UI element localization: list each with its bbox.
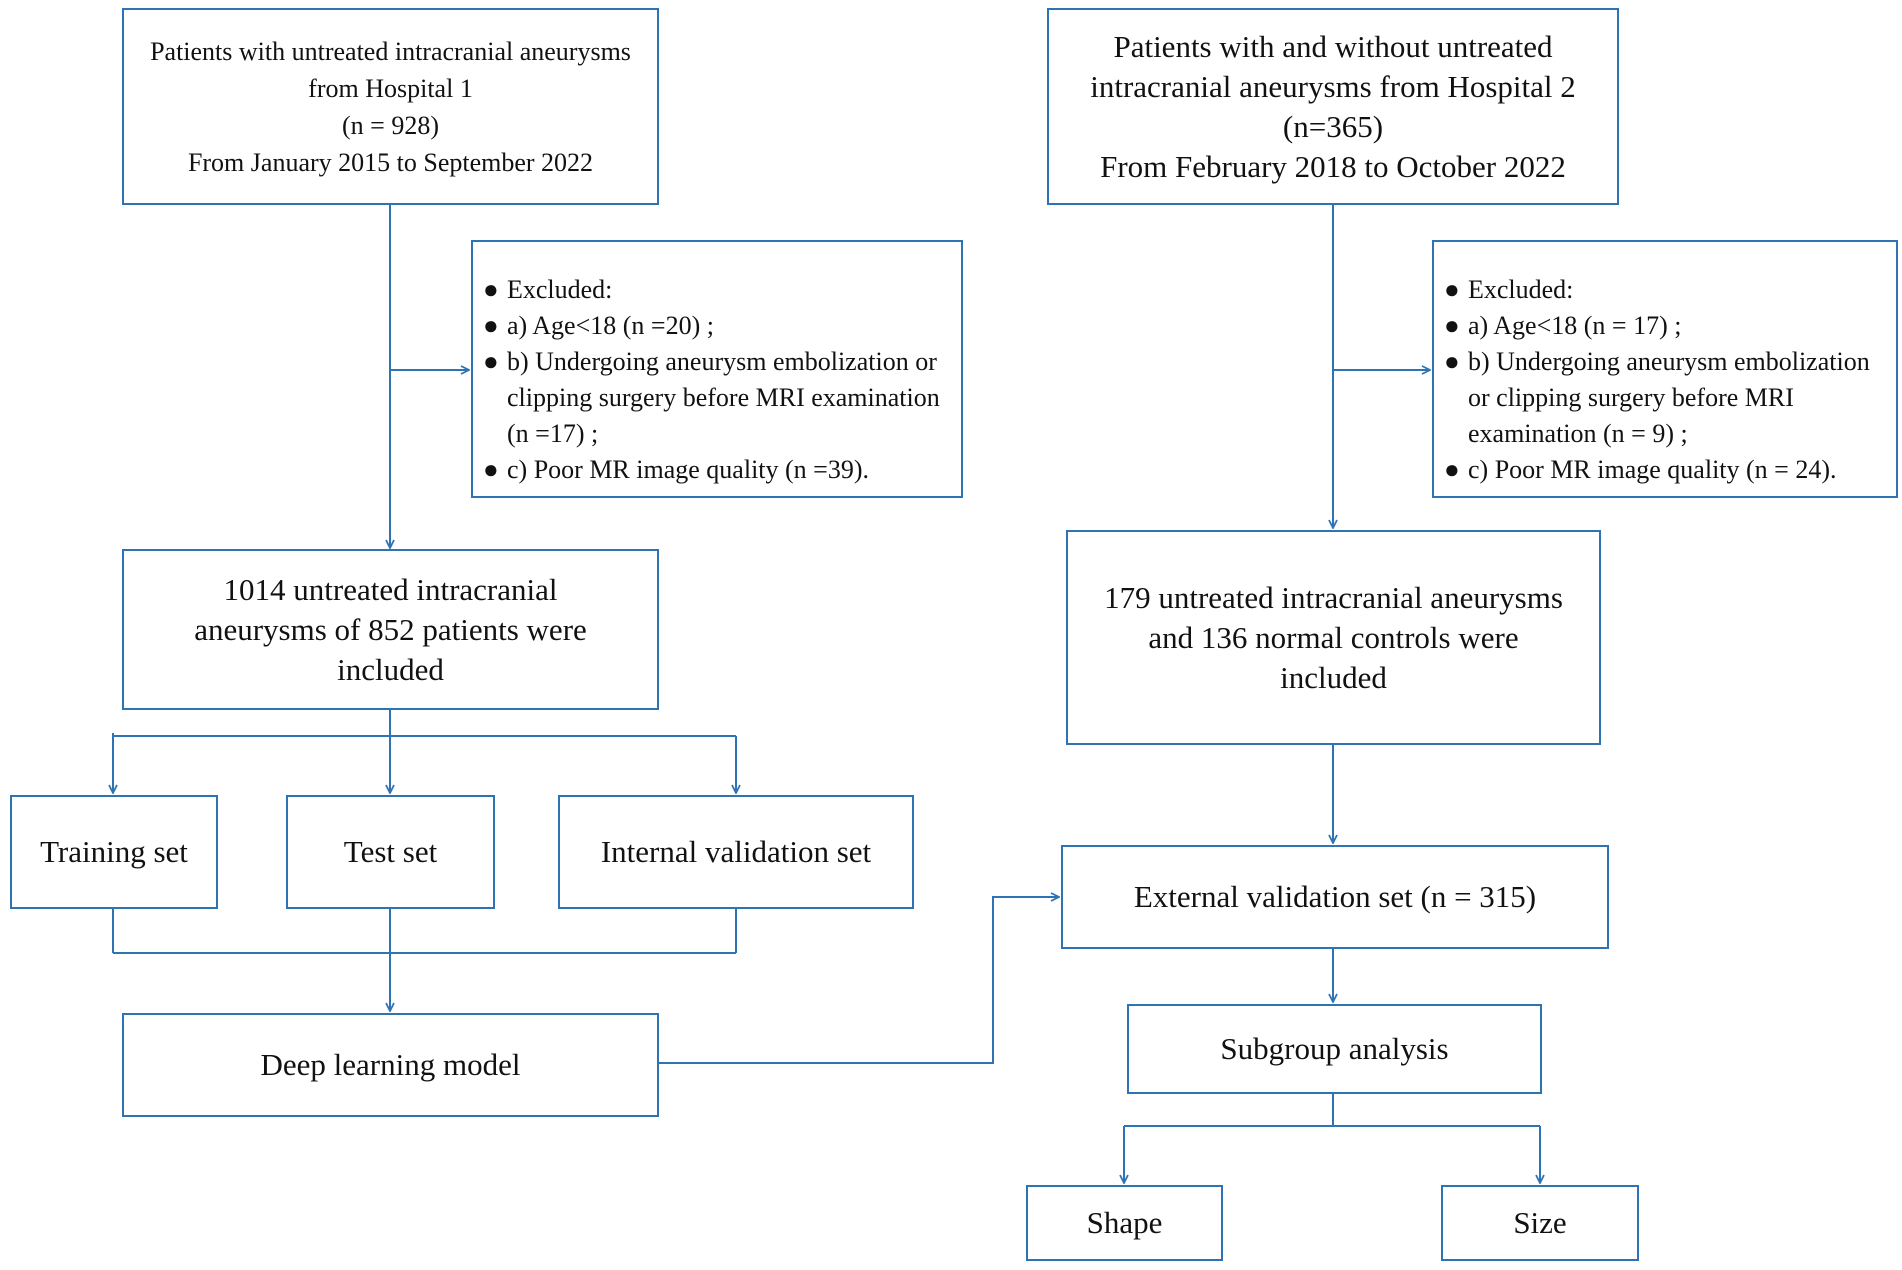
- deep-learning-label: Deep learning model: [260, 1047, 521, 1082]
- excluded2-item: a) Age<18 (n = 17) ;: [1468, 311, 1682, 340]
- bullet-icon: ●: [1444, 455, 1460, 484]
- size-label: Size: [1513, 1205, 1567, 1240]
- included1-line: 1014 untreated intracranial: [223, 571, 558, 607]
- excluded2-row: ● Excluded:: [1444, 272, 1896, 308]
- excluded2-item: examination (n = 9) ;: [1468, 419, 1688, 448]
- training-set-box: Training set: [10, 795, 218, 909]
- excluded1-row: clipping surgery before MRI examination: [483, 380, 961, 416]
- external-validation-label: External validation set (n = 315): [1133, 879, 1537, 914]
- shape-label: Shape: [1086, 1205, 1163, 1240]
- internal-validation-box: Internal validation set: [558, 795, 914, 909]
- test-set-box: Test set: [286, 795, 495, 909]
- excluded2-heading: Excluded:: [1468, 275, 1574, 304]
- included2-line: included: [1280, 660, 1387, 695]
- excluded2-box: ● Excluded: ● a) Age<18 (n = 17) ; ● b) Und…: [1432, 240, 1898, 498]
- hospital1-line: from Hospital 1: [308, 73, 473, 103]
- excluded2-item: b) Undergoing aneurysm embolization: [1468, 347, 1870, 376]
- included1-box: 1014 untreated intracranial aneurysms of…: [122, 549, 659, 710]
- shape-box: Shape: [1026, 1185, 1223, 1261]
- internal-validation-label: Internal validation set: [600, 834, 872, 869]
- excluded1-item: clipping surgery before MRI examination: [507, 383, 940, 412]
- included2-line: and 136 normal controls were: [1148, 620, 1519, 655]
- excluded1-item: b) Undergoing aneurysm embolization or: [507, 347, 937, 376]
- arrow-deep-learning-to-external: [659, 897, 1059, 1064]
- included1-line: included: [337, 651, 444, 687]
- excluded2-row: ● a) Age<18 (n = 17) ;: [1444, 308, 1896, 344]
- hospital2-box: Patients with and without untreated intr…: [1047, 8, 1619, 205]
- hospital2-period: From February 2018 to October 2022: [1100, 148, 1566, 184]
- bullet-icon: ●: [483, 311, 499, 340]
- external-validation-box: External validation set (n = 315): [1061, 845, 1609, 949]
- excluded1-row: ● b) Undergoing aneurysm embolization or: [483, 344, 961, 380]
- excluded1-row: ● a) Age<18 (n =20) ;: [483, 308, 961, 344]
- excluded1-box: ● Excluded: ● a) Age<18 (n =20) ; ● b) Unde…: [471, 240, 963, 498]
- excluded1-row: ● c) Poor MR image quality (n =39).: [483, 452, 961, 488]
- excluded2-row: examination (n = 9) ;: [1444, 416, 1896, 452]
- included2-line: 179 untreated intracranial aneurysms: [1104, 580, 1563, 615]
- included2-box: 179 untreated intracranial aneurysms and…: [1066, 530, 1601, 745]
- hospital1-count: (n = 928): [342, 110, 439, 140]
- hospital2-line: intracranial aneurysms from Hospital 2: [1090, 68, 1576, 104]
- test-set-label: Test set: [343, 834, 438, 869]
- excluded2-row: ● b) Undergoing aneurysm embolization: [1444, 344, 1896, 380]
- bullet-icon: ●: [483, 455, 499, 484]
- bullet-icon: ●: [483, 275, 499, 304]
- excluded1-heading: Excluded:: [507, 275, 613, 304]
- excluded1-row: (n =17) ;: [483, 416, 961, 452]
- excluded2-item: c) Poor MR image quality (n = 24).: [1468, 455, 1837, 484]
- excluded2-row: or clipping surgery before MRI: [1444, 380, 1896, 416]
- excluded1-item: (n =17) ;: [507, 419, 599, 448]
- excluded1-item: c) Poor MR image quality (n =39).: [507, 455, 869, 484]
- excluded2-item: or clipping surgery before MRI: [1468, 383, 1794, 412]
- hospital1-line: Patients with untreated intracranial ane…: [150, 36, 631, 66]
- size-box: Size: [1441, 1185, 1639, 1261]
- excluded1-item: a) Age<18 (n =20) ;: [507, 311, 714, 340]
- bullet-icon: ●: [1444, 347, 1460, 376]
- training-set-label: Training set: [40, 834, 188, 869]
- bullet-icon: ●: [1444, 275, 1460, 304]
- excluded2-row: ● c) Poor MR image quality (n = 24).: [1444, 452, 1896, 488]
- subgroup-label: Subgroup analysis: [1220, 1031, 1449, 1066]
- bullet-icon: ●: [1444, 311, 1460, 340]
- deep-learning-box: Deep learning model: [122, 1013, 659, 1117]
- hospital1-box: Patients with untreated intracranial ane…: [122, 8, 659, 205]
- hospital2-line: Patients with and without untreated: [1113, 28, 1553, 64]
- subgroup-box: Subgroup analysis: [1127, 1004, 1542, 1094]
- excluded1-row: ● Excluded:: [483, 272, 961, 308]
- included1-line: aneurysms of 852 patients were: [194, 611, 587, 647]
- hospital2-count: (n=365): [1282, 108, 1384, 144]
- hospital1-period: From January 2015 to September 2022: [187, 147, 594, 177]
- bullet-icon: ●: [483, 347, 499, 376]
